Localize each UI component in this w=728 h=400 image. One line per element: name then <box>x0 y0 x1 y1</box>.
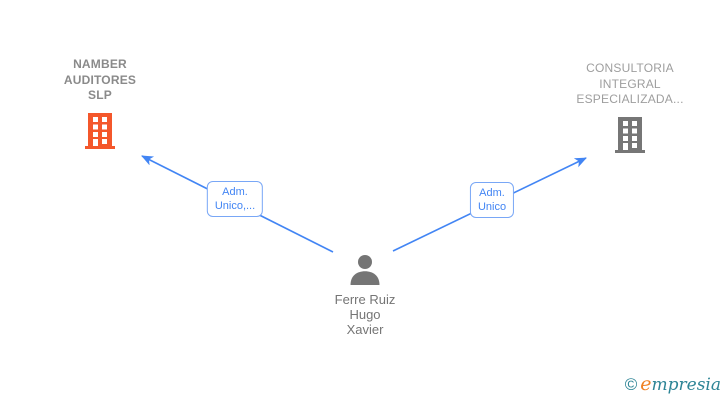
company-node-namber-auditores[interactable]: NAMBER AUDITORES SLP <box>30 57 170 149</box>
company-icon-wrap <box>615 116 645 153</box>
person-name: Ferre Ruiz Hugo Xavier <box>335 292 396 337</box>
person-node-ferre-ruiz[interactable]: Ferre Ruiz Hugo Xavier <box>300 253 430 337</box>
company-name-line: SLP <box>88 88 112 102</box>
empresia-watermark: ©empresia <box>625 373 721 395</box>
company-icon-wrap <box>85 112 115 149</box>
company-name-line: AUDITORES <box>63 72 137 87</box>
building-icon <box>615 116 645 153</box>
company-name-line: ESPECIALIZADA... <box>576 92 684 106</box>
person-name-line: Ferre Ruiz <box>334 292 396 307</box>
person-name-line: Hugo <box>349 307 381 322</box>
company-name-line: NAMBER <box>73 57 127 71</box>
watermark-brand-rest: mpresia <box>651 375 722 395</box>
copyright-icon: © <box>624 375 638 394</box>
person-name-line: Xavier <box>346 322 384 337</box>
building-icon <box>85 112 115 149</box>
person-icon <box>350 255 380 285</box>
edge-label-adm-unico-left[interactable]: Adm. Unico,... <box>206 181 264 217</box>
company-name-line: CONSULTORIA <box>586 61 674 75</box>
edge-label-line: Unico,... <box>214 200 256 212</box>
edge-label-line: Adm. <box>222 186 248 198</box>
edge-label-line: Adm. <box>479 187 505 199</box>
company-node-consultoria-integral[interactable]: CONSULTORIA INTEGRAL ESPECIALIZADA... <box>555 61 705 153</box>
edge-label-line: Unico <box>477 201 507 213</box>
company-name-line: INTEGRAL <box>599 76 661 91</box>
watermark-brand-accent: e <box>640 373 652 395</box>
edge-label-adm-unico-right[interactable]: Adm. Unico <box>469 182 515 218</box>
